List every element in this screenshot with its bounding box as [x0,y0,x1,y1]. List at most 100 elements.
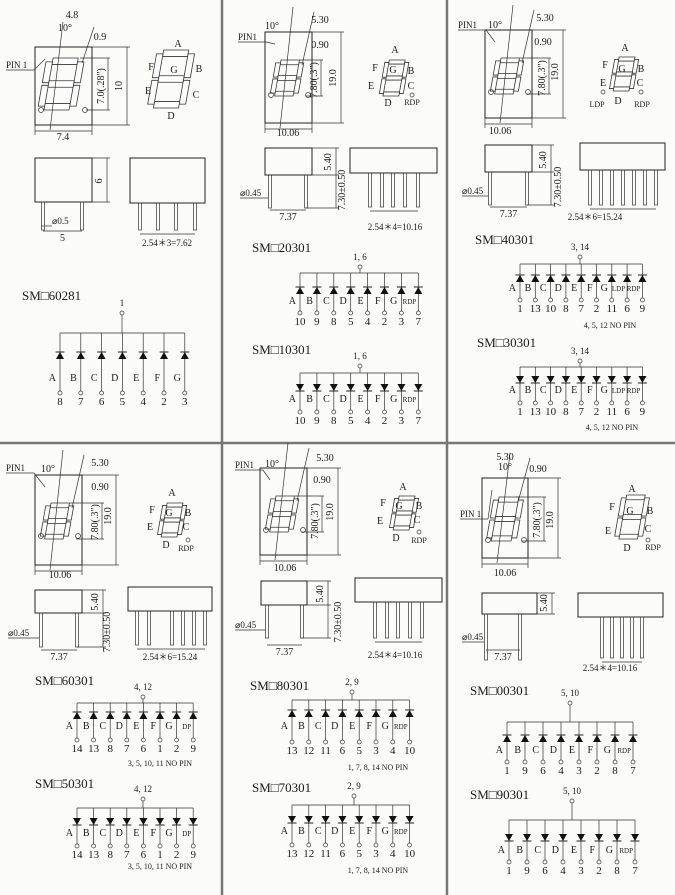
segment-e [609,74,617,89]
common-pin-label: 2, 9 [345,677,359,687]
lead [304,174,308,209]
segment-label-c: C [645,524,652,535]
pin [610,616,614,659]
diode-icon [180,352,189,359]
lead-diameter-dimension: ⌀0.45 [462,186,484,196]
character-height-dimension: 7.80(.3") [532,502,543,538]
no-pin-note: 4, 5, 12 NO PIN [584,321,637,330]
pin-terminal [542,859,548,865]
front-view-digit [486,496,524,542]
lead-length-dimension: 7.30±0.50 [102,612,113,653]
pin-terminal [506,859,512,865]
pin-terminal [365,409,370,415]
segment-a [388,59,406,65]
diode-icon [139,818,148,825]
pin-number: 8 [563,406,569,418]
pin-number: 10 [404,848,416,860]
pin-terminal [609,297,615,303]
left-dot [38,107,44,113]
segment-label: F [587,283,593,294]
segment-map-digit [609,56,640,92]
top-width-dimension: 5.30 [536,13,554,24]
segment-e [264,514,274,530]
segment-label: A [281,826,289,837]
body-width-dimension: 10.06 [277,128,300,139]
common-pin-terminal [569,798,575,804]
top-width-dimension: 5.30 [311,15,329,26]
segment-f [391,498,400,513]
pin-terminal [91,843,96,849]
row-spacing-dimension: 7.37 [50,652,68,663]
pin [368,172,372,208]
pin-terminal [74,737,80,743]
diode-icon [363,287,372,294]
segment-a [617,56,636,62]
lead [525,171,529,206]
segment-label: E [133,828,139,839]
diode-icon [516,376,524,383]
segment-label-rdp: RDP [634,100,650,109]
lead [75,612,79,648]
pin-terminal [74,843,80,849]
pin-terminal [390,842,396,848]
slant-line [49,21,64,131]
segment-label-e: E [605,526,611,537]
pin-number: 11 [320,745,331,757]
segment-label: B [514,745,521,756]
pin-number: 1 [157,743,163,755]
segment-label: F [150,828,156,839]
diode-icon [638,275,647,282]
segment-label-c: C [637,78,644,89]
segment-b [514,499,524,519]
slant-line [279,6,294,129]
diode-icon [559,834,567,841]
diode-icon [122,818,131,825]
slant-angle-dimension: 10° [265,21,279,32]
segment-b [411,498,420,513]
front-view-outline [34,474,83,566]
lead [265,604,269,639]
pin-number: 10 [545,303,557,315]
circuit-title: SM□60281 [22,288,81,303]
pin-terminal [161,390,167,396]
slant-angle-dimension: 10° [498,462,512,473]
pin-number: 8 [563,303,569,315]
circuit-title: SM□50301 [35,776,94,791]
segment-label: C [540,385,547,396]
pin1-label: PIN1 [6,463,25,473]
lead-length-dimension: 7.30±0.50 [553,167,564,208]
pin-number: 5 [356,848,362,860]
pin-number: 6 [340,848,346,860]
common-pin-label: 1 [120,298,125,308]
segment-label-f: F [149,505,155,516]
body-depth-dimension: 6 [94,179,105,184]
pin-number: 7 [416,415,422,427]
slant-line [496,452,511,564]
top-width-dimension: 5.30 [496,452,514,463]
pin-terminal [99,390,104,396]
segment-label: E [349,826,355,837]
lead-diameter-dimension: ⌀0.45 [240,188,262,198]
segment-a [279,59,300,66]
pin-number: 8 [107,849,113,861]
pin-terminal [576,759,582,765]
side-view-outline [260,580,308,606]
pin-number: 13 [287,848,299,860]
segment-b [291,498,300,514]
segment-a [165,502,184,508]
segment-label-f: F [372,63,378,74]
segment-d [269,526,290,533]
diode-icon [312,384,321,391]
circuit-title: SM□40301 [475,232,534,247]
segment-label: D [331,721,338,732]
diode-icon [577,275,586,282]
diode-icon [531,376,540,383]
diode-icon [122,712,131,719]
common-pin-label: 2, 9 [347,781,361,791]
segment-label: E [571,385,577,396]
pin-terminal [348,409,354,415]
pin-number: 2 [594,303,600,315]
